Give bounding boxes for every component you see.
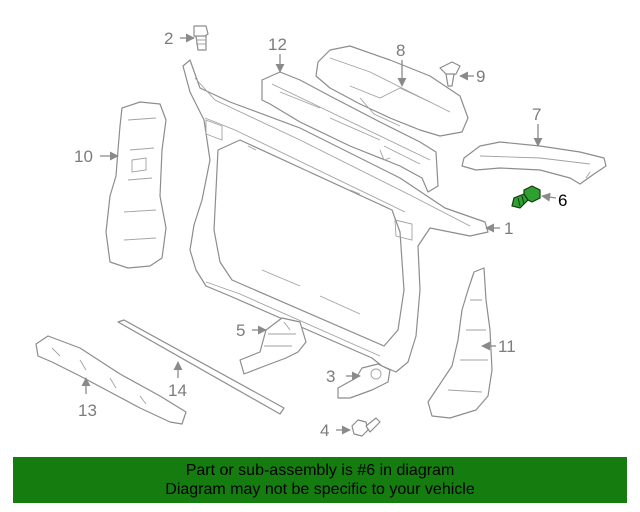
banner-line-2: Diagram may not be specific to your vehi…	[165, 481, 475, 498]
part-12-upper-bracket[interactable]	[261, 71, 439, 193]
part-14-seal-strip[interactable]	[117, 319, 285, 415]
callout-label: 6	[558, 191, 567, 210]
callout-13: 13	[78, 377, 97, 420]
part-1-radiator-support[interactable]	[182, 59, 489, 373]
part-5-bracket[interactable]	[239, 317, 307, 375]
callout-label: 14	[168, 381, 187, 400]
callout-2: 2	[164, 29, 195, 48]
callout-6: 6	[541, 191, 567, 210]
part-4-bolt[interactable]	[351, 417, 381, 437]
callout-label: 11	[498, 337, 516, 356]
part-7-side-bracket[interactable]	[461, 141, 607, 185]
banner-line-1: Part or sub-assembly is #6 in diagram	[185, 462, 455, 479]
callout-14: 14	[168, 361, 187, 400]
parts-diagram: 1 2 3 4 5 6 7 8 9 10 11 12	[35, 25, 607, 440]
callout-label: 13	[78, 401, 97, 420]
part-3-sensor[interactable]	[337, 363, 391, 399]
callout-11: 11	[481, 337, 516, 356]
part-13-lower-deflector[interactable]	[35, 335, 187, 425]
callout-4: 4	[320, 421, 351, 440]
part-9-clip[interactable]	[439, 61, 461, 87]
callout-1: 1	[485, 219, 513, 238]
callout-label: 7	[532, 105, 541, 124]
callout-9: 9	[459, 67, 485, 86]
callout-label: 2	[164, 29, 173, 48]
callout-label: 10	[74, 147, 93, 166]
callout-label: 9	[476, 67, 485, 86]
callout-7: 7	[532, 105, 543, 147]
callout-label: 8	[396, 41, 405, 60]
part-6-bolt-highlighted[interactable]	[511, 185, 541, 209]
callout-5: 5	[236, 321, 267, 340]
info-banner: Part or sub-assembly is #6 in diagram Di…	[13, 457, 627, 503]
callout-10: 10	[74, 147, 119, 166]
callout-12: 12	[268, 35, 287, 73]
part-8-air-guide[interactable]	[315, 45, 469, 137]
part-2-bolt[interactable]	[193, 25, 209, 51]
callout-label: 4	[320, 421, 329, 440]
callout-label: 5	[236, 321, 245, 340]
callout-3: 3	[326, 367, 361, 386]
part-10-left-deflector[interactable]	[105, 101, 167, 269]
callout-label: 3	[326, 367, 335, 386]
callout-label: 12	[268, 35, 287, 54]
callout-8: 8	[396, 41, 407, 87]
callout-label: 1	[504, 219, 513, 238]
part-11-right-deflector[interactable]	[427, 267, 493, 419]
